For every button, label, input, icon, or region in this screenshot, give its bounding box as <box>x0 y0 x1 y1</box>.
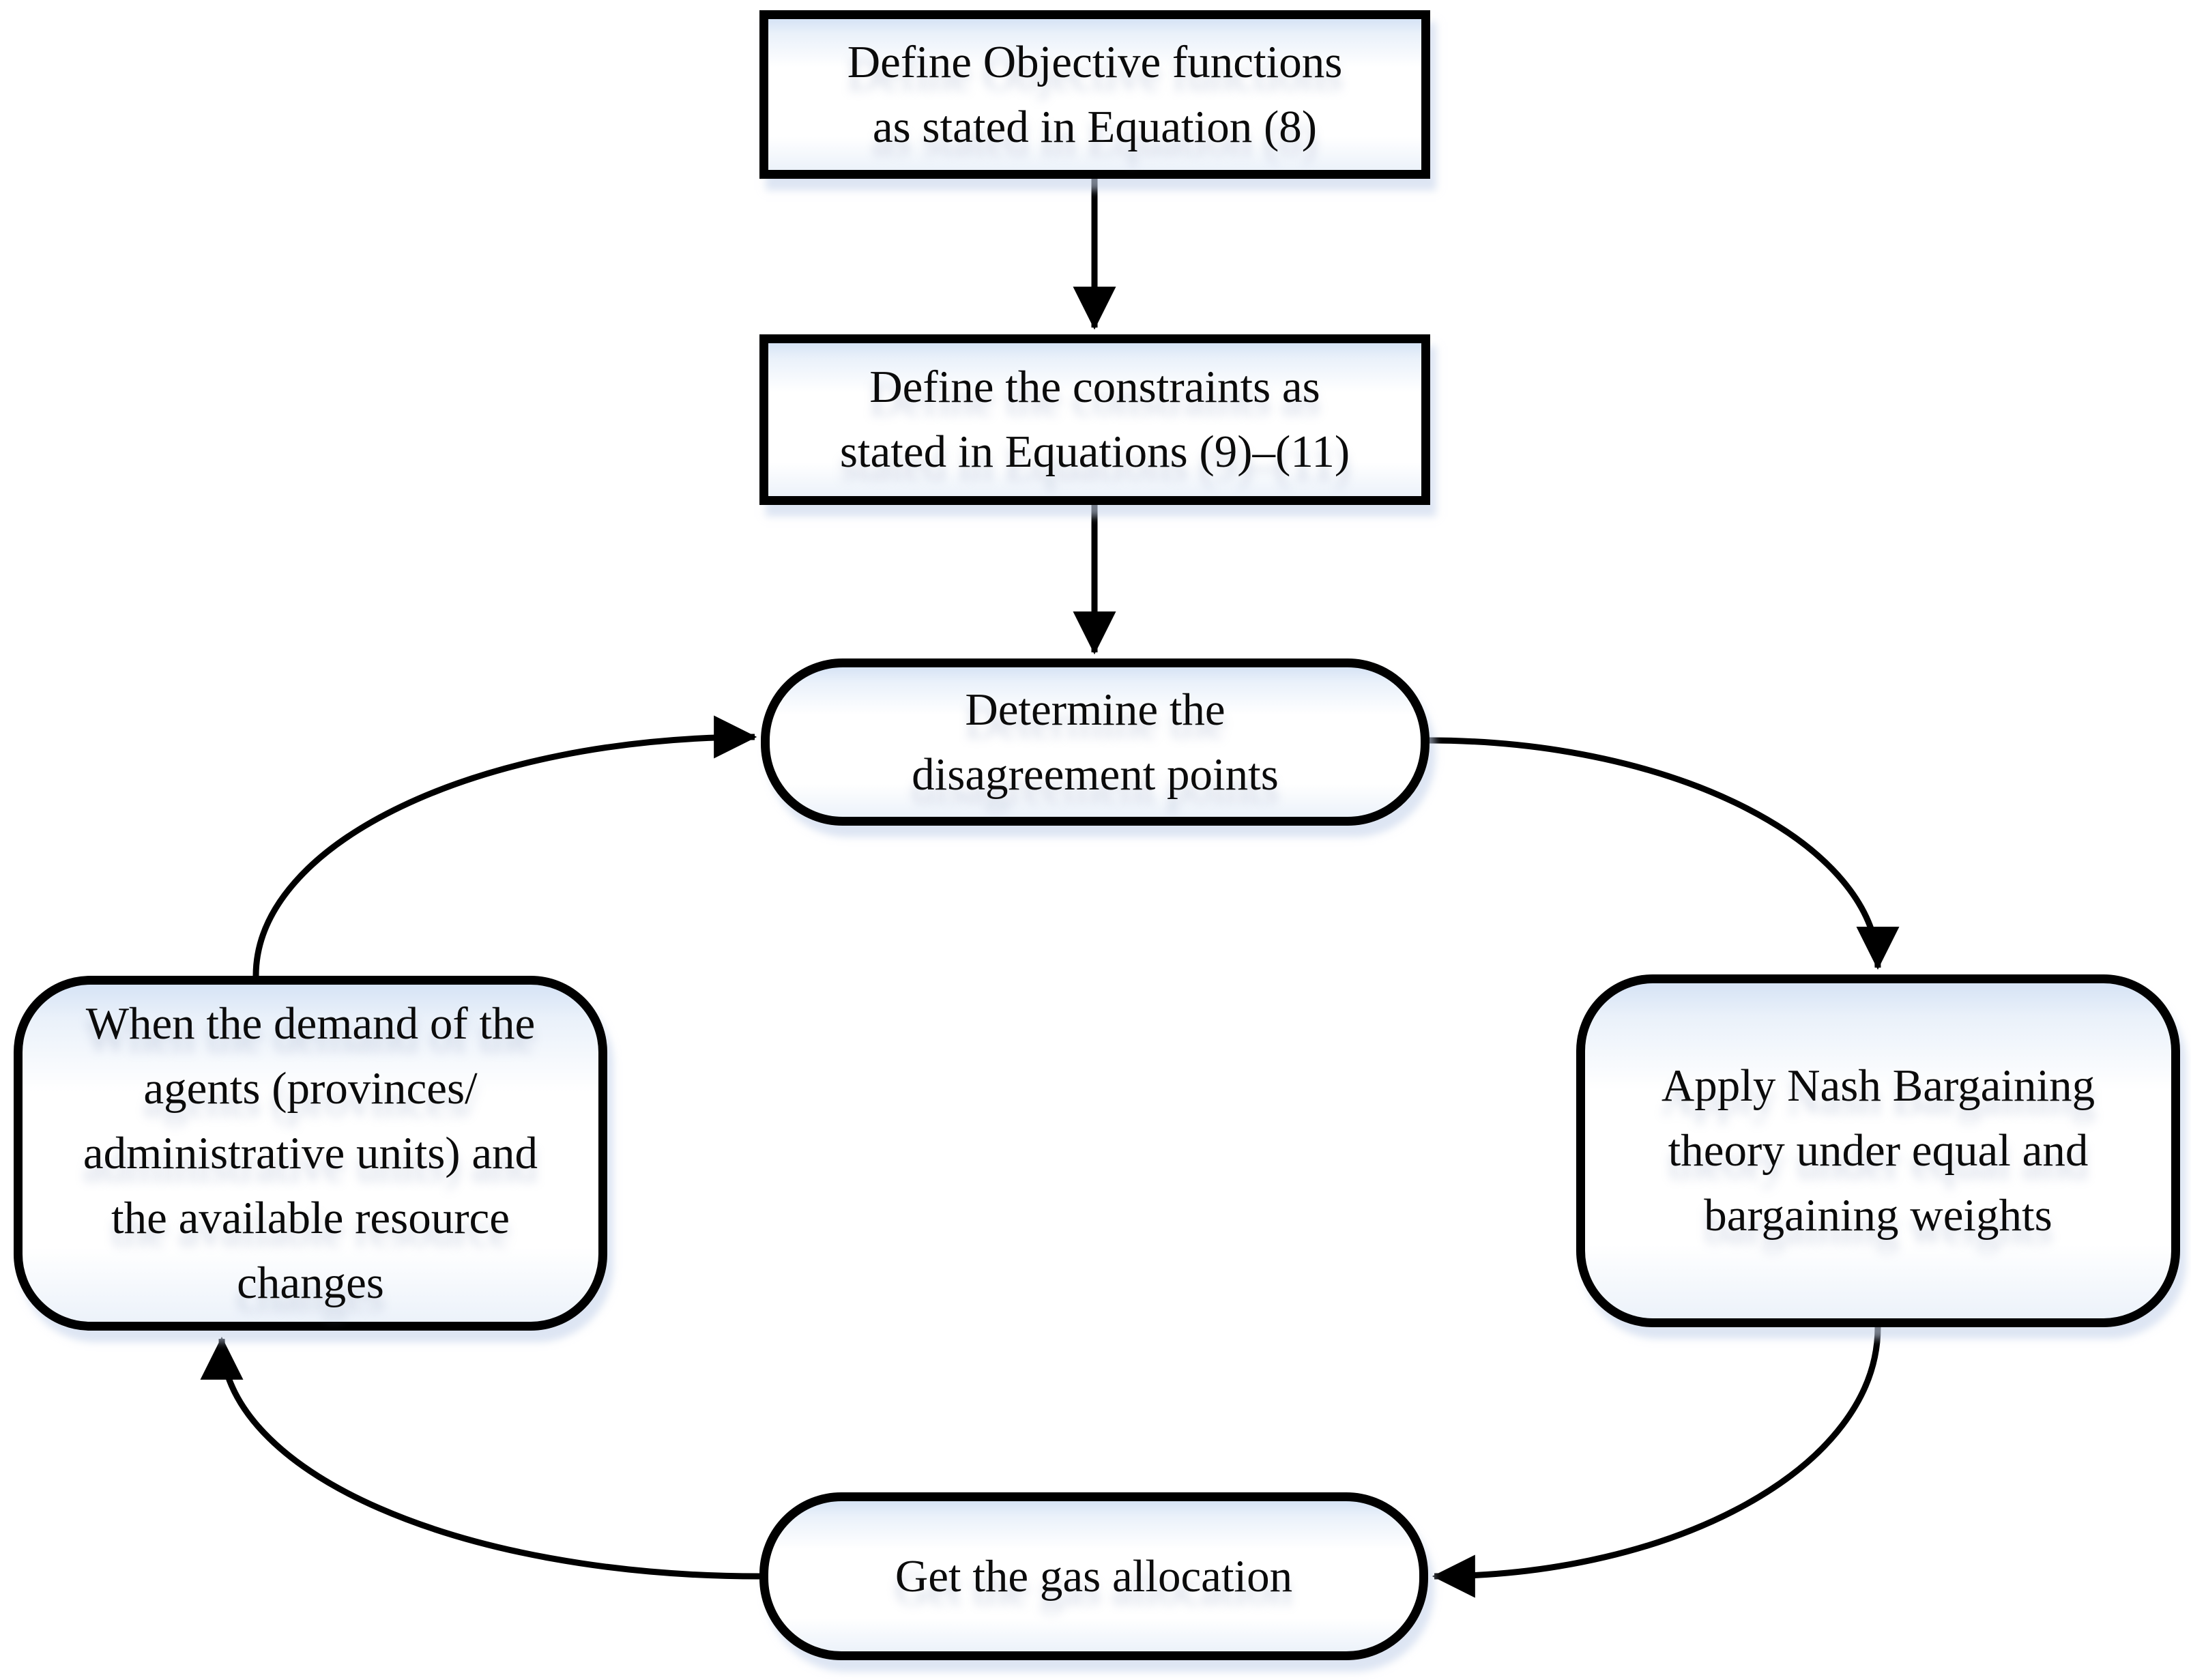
node-demand-changes-line2: agents (provinces/ <box>143 1062 478 1114</box>
node-demand-changes: When the demand of the agents (provinces… <box>14 976 607 1331</box>
node-define-constraints: Define the constraints as stated in Equa… <box>759 334 1430 505</box>
node-get-gas-allocation-line1: Get the gas allocation <box>895 1550 1293 1602</box>
node-define-objectives-line1: Define Objective functions <box>847 36 1343 87</box>
node-demand-changes-line1: When the demand of the <box>85 998 536 1049</box>
node-define-constraints-line2: stated in Equations (9)–(11) <box>839 426 1350 477</box>
node-apply-nash-line1: Apply Nash Bargaining <box>1661 1060 2095 1111</box>
arrow-disagreement-to-nash <box>1427 737 1900 970</box>
arrow-demand-to-disagreement <box>252 715 757 976</box>
node-define-objectives: Define Objective functions as stated in … <box>759 10 1430 179</box>
node-determine-disagreement-line2: disagreement points <box>912 749 1279 800</box>
node-get-gas-allocation: Get the gas allocation <box>759 1492 1428 1660</box>
node-determine-disagreement-line1: Determine the <box>965 684 1225 735</box>
node-apply-nash-bargaining: Apply Nash Bargaining theory under equal… <box>1576 974 2180 1327</box>
arrow-nash-to-allocation <box>1432 1327 1881 1598</box>
node-apply-nash-line3: bargaining weights <box>1704 1190 2052 1241</box>
node-determine-disagreement-points: Determine the disagreement points <box>761 658 1430 826</box>
arrow-allocation-to-demand <box>200 1336 760 1580</box>
node-define-constraints-line1: Define the constraints as <box>869 362 1320 412</box>
node-demand-changes-line4: the available resource <box>111 1192 510 1243</box>
node-define-objectives-line2: as stated in Equation (8) <box>872 101 1318 152</box>
node-demand-changes-line3: administrative units) and <box>83 1127 538 1178</box>
node-demand-changes-line5: changes <box>237 1257 384 1308</box>
node-apply-nash-line2: theory under equal and <box>1668 1125 2089 1176</box>
